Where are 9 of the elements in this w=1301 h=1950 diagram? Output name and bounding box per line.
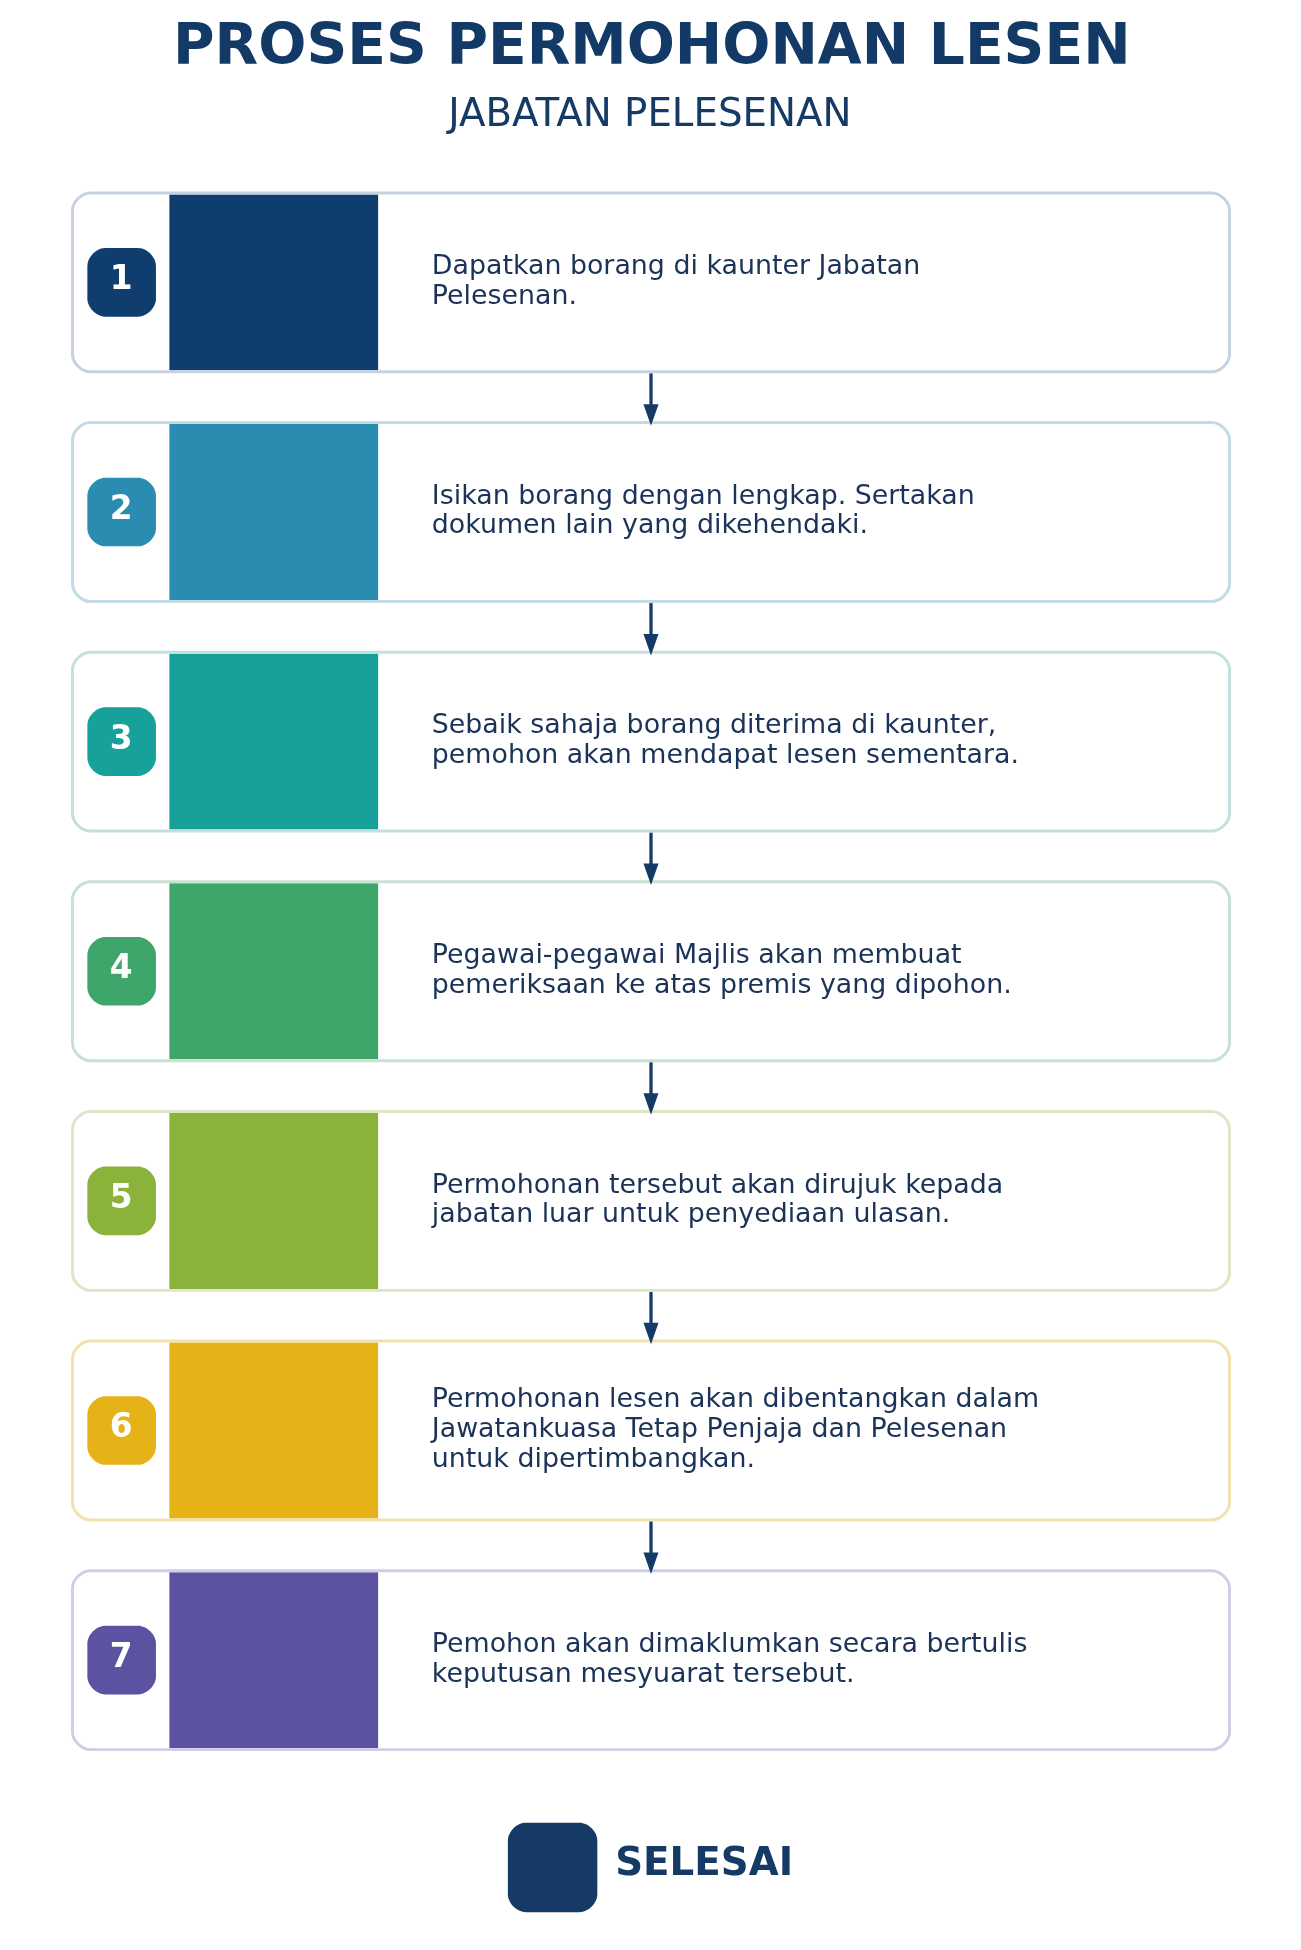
arrow bbox=[642, 373, 659, 426]
label: SELESAI bbox=[614, 1839, 793, 1885]
diagram-title: PROSES PERMOHONAN LESEN bbox=[172, 10, 1131, 77]
arrow bbox=[642, 832, 659, 886]
arrow bbox=[642, 1062, 659, 1115]
arrow bbox=[642, 603, 659, 656]
arrow bbox=[642, 1521, 659, 1574]
arrow bbox=[642, 1291, 659, 1345]
label: JABATAN PELESENAN bbox=[447, 89, 852, 135]
